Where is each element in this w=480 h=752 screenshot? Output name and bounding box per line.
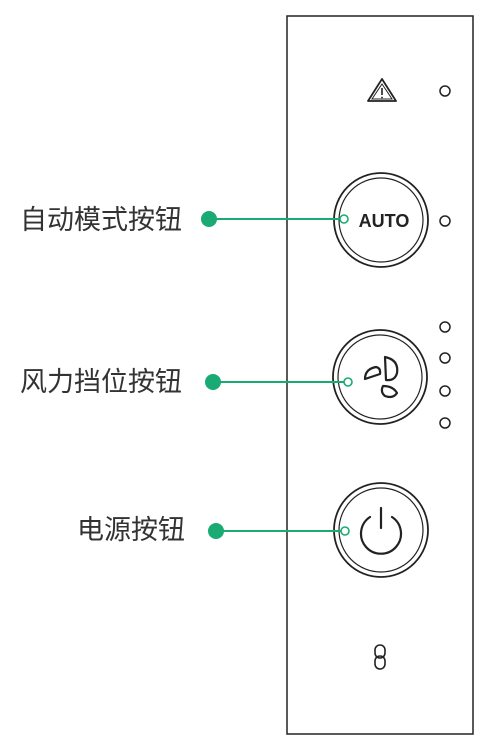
fan-speed-led-2 (439, 352, 451, 364)
fan-speed-button-label: 风力挡位按钮 (20, 367, 182, 398)
fan-speed-led-3 (439, 385, 451, 397)
auto-button-text: AUTO (359, 211, 410, 231)
fan-speed-button[interactable] (332, 329, 428, 425)
power-icon (359, 506, 403, 555)
power-button[interactable] (333, 482, 429, 578)
auto-indicator-led (439, 215, 451, 227)
child-lock-icon (374, 644, 386, 670)
control-panel-outline (286, 15, 474, 735)
auto-mode-button[interactable]: AUTO (333, 172, 429, 268)
fan-button-callout (205, 374, 353, 390)
fan-speed-indicator-leds (439, 321, 451, 429)
auto-mode-button-label: 自动模式按钮 (20, 205, 182, 236)
auto-button-callout (201, 211, 349, 227)
power-button-label: 电源按钮 (77, 515, 185, 546)
fan-speed-led-4 (439, 417, 451, 429)
fan-icon (363, 355, 399, 399)
warning-triangle-icon (367, 78, 397, 102)
power-button-callout (208, 523, 350, 539)
fan-speed-led-1 (439, 321, 451, 333)
warning-indicator-led (439, 85, 451, 97)
